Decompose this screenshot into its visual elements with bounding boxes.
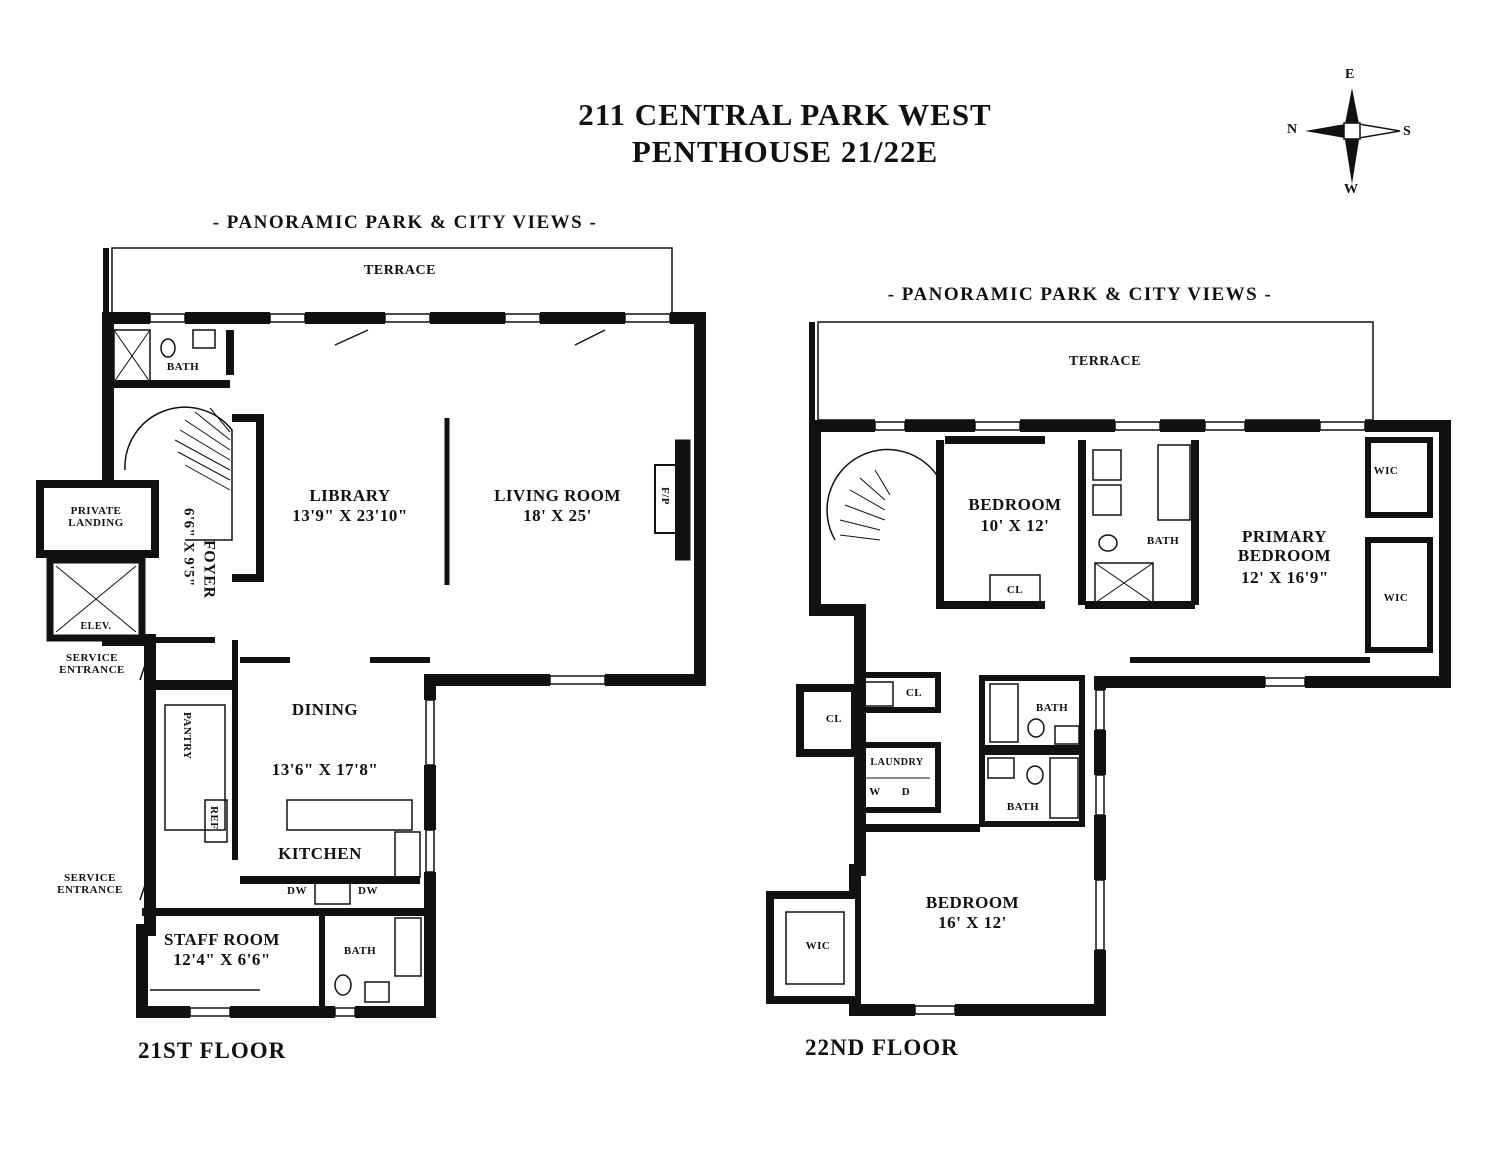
floor22-wic-top-label: WIC xyxy=(1373,465,1399,477)
floor21-stair xyxy=(124,406,233,541)
floor21-plan xyxy=(36,247,706,1019)
floor22-bedroom2-name: BEDROOM xyxy=(925,893,1020,912)
floor21-elev-label: ELEV. xyxy=(80,621,112,632)
floor22-cl3-label: CL xyxy=(825,713,843,725)
floor22-cl1-label: CL xyxy=(1006,584,1024,596)
floor21-kitchen-name: KITCHEN xyxy=(278,844,362,863)
compass-south: S xyxy=(1403,124,1412,139)
floor22-stair xyxy=(826,448,941,600)
floor21-outer-wall xyxy=(102,312,706,1018)
floor21-private-landing xyxy=(36,480,159,558)
floor22-wic-side-label: WIC xyxy=(1383,592,1409,604)
floor21-views-label: - PANORAMIC PARK & CITY VIEWS - xyxy=(212,212,598,233)
floor22-views-label: - PANORAMIC PARK & CITY VIEWS - xyxy=(887,284,1273,305)
floor22-bedroom1-dims: 10' X 12' xyxy=(980,516,1050,535)
compass-north: N xyxy=(1287,122,1298,137)
floor22-dryer-label: D xyxy=(901,786,911,798)
floor21-fp-label: F/P xyxy=(659,487,672,505)
floor22-bath-mid-label: BATH xyxy=(1146,535,1180,547)
floor22-terrace-label: TERRACE xyxy=(1069,354,1141,369)
floor21-library-name: LIBRARY xyxy=(309,486,391,505)
floor21-ref-label: REF xyxy=(208,806,221,830)
floor21-foyer-name: FOYER xyxy=(200,540,218,599)
floor21-living-name: LIVING ROOM xyxy=(494,486,621,505)
floor21-bath-staff-label: BATH xyxy=(343,945,377,957)
floor22-wic-bottom-label: WIC xyxy=(805,940,831,952)
floor22-bath-a-label: BATH xyxy=(1035,702,1069,714)
floor22-bedroom1-name: BEDROOM xyxy=(968,495,1062,514)
floor22-bedroom2-dims: 16' X 12' xyxy=(938,913,1007,932)
floor21-terrace-label: TERRACE xyxy=(364,263,436,278)
floor21-floor-label: 21ST FLOOR xyxy=(138,1038,287,1063)
floor22-cl2-label: CL xyxy=(905,687,923,699)
floor21-dining-dims: 13'6" X 17'8" xyxy=(271,760,379,779)
floor21-foyer-dims: 6'6" X 9'5" xyxy=(180,508,197,587)
floor21-library-dims: 13'9" X 23'10" xyxy=(292,506,408,525)
floor21-dw-2: DW xyxy=(358,885,378,897)
floor22-laundry-label: LAUNDRY xyxy=(870,757,924,768)
floor21-living-dims: 18' X 25' xyxy=(523,506,592,525)
title-line-2: PENTHOUSE 21/22E xyxy=(631,134,939,169)
floor22-primary-name: PRIMARY BEDROOM xyxy=(1237,527,1332,565)
compass-east: E xyxy=(1345,67,1355,82)
floor21-service-entrance-2: SERVICE ENTRANCE xyxy=(57,872,123,897)
compass-west: W xyxy=(1344,182,1359,197)
title-line-1: 211 CENTRAL PARK WEST xyxy=(578,97,992,132)
floor21-bath-top-label: BATH xyxy=(166,361,200,373)
floor21-dw-1: DW xyxy=(287,885,307,897)
floor22-washer-label: W xyxy=(869,786,881,798)
floor22-bath-b-label: BATH xyxy=(1006,801,1040,813)
floor21-terrace xyxy=(111,247,673,315)
floor22-outer-wall xyxy=(809,420,1451,1016)
compass-rose xyxy=(1305,88,1401,184)
floor21-staff-dims: 12'4" X 6'6" xyxy=(173,950,271,969)
floor21-dining-name: DINING xyxy=(291,700,359,719)
floor22-primary-dims: 12' X 16'9" xyxy=(1241,568,1329,587)
floor22-plan xyxy=(766,321,1451,1017)
floor21-service-entrance-1: SERVICE ENTRANCE xyxy=(59,652,125,677)
floor21-pantry-label: PANTRY xyxy=(181,712,194,760)
floor22-terrace xyxy=(817,321,1374,421)
floor22-floor-label: 22ND FLOOR xyxy=(805,1035,959,1060)
floor21-private-landing-label: PRIVATE LANDING xyxy=(68,505,124,530)
floor21-staff-name: STAFF ROOM xyxy=(164,930,280,949)
